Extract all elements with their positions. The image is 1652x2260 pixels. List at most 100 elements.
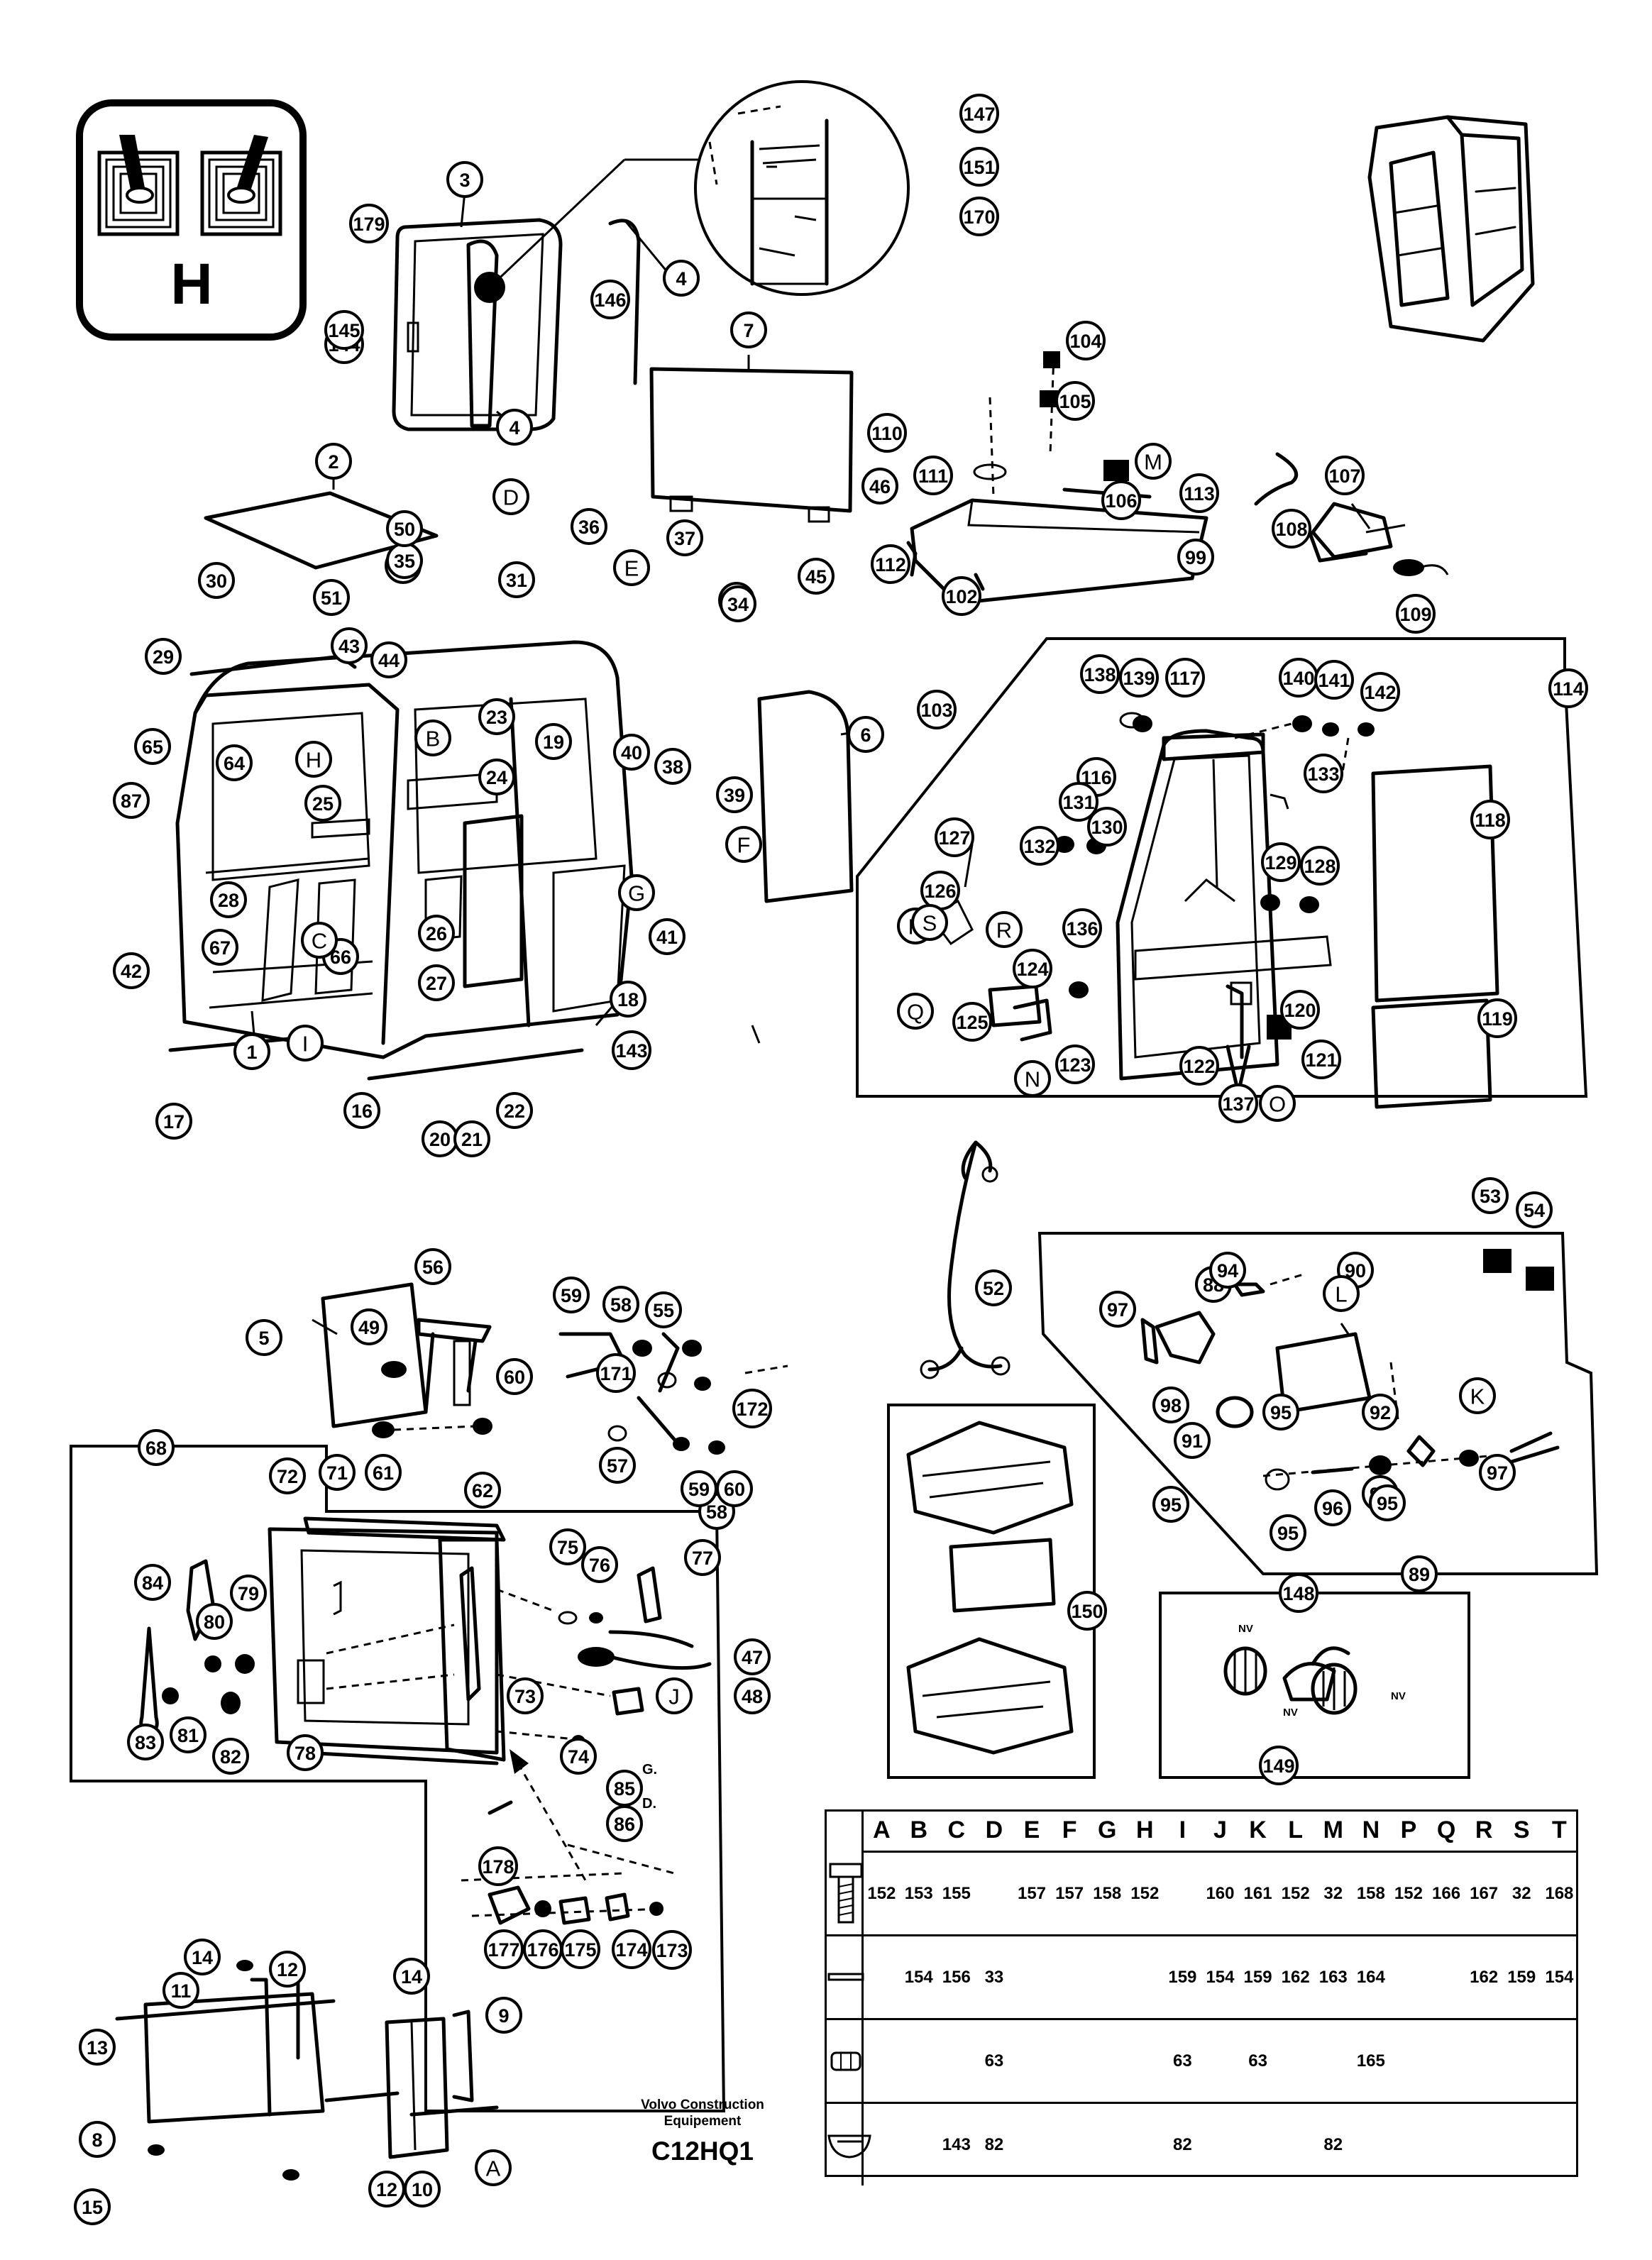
assembly-arrow-line	[517, 1763, 587, 1881]
callout-circle	[911, 904, 948, 941]
callout-label: 47	[742, 1647, 763, 1668]
callout-circle	[1548, 668, 1588, 708]
callout-circle	[230, 1575, 267, 1611]
part-callout-14: 14	[184, 1939, 221, 1975]
callout-label: 94	[1217, 1260, 1238, 1281]
reference-letter-I: I	[287, 1025, 324, 1062]
brackets-54-55	[1483, 1249, 1554, 1291]
callout-circle	[184, 1939, 221, 1975]
callout-circle	[246, 1319, 282, 1356]
callout-label: 172	[736, 1399, 768, 1420]
callout-label: 72	[277, 1466, 298, 1487]
callout-circle	[663, 260, 700, 297]
callout-circle	[313, 579, 350, 616]
table-cell	[1088, 2019, 1126, 2104]
roof-panel-2	[204, 491, 439, 570]
callout-circle	[1323, 1275, 1360, 1312]
part-callout-123: 123	[1055, 1044, 1095, 1084]
part-callout-138: 138	[1080, 654, 1120, 694]
callout-label: 89	[1409, 1564, 1430, 1585]
callout-circle	[496, 1092, 533, 1129]
callout-label: 67	[209, 937, 231, 959]
callout-label: 38	[662, 756, 683, 778]
callout-circle	[319, 1454, 356, 1491]
callout-label: 8	[92, 2129, 102, 2151]
table-cell	[937, 2019, 976, 2104]
table-cell: 162	[1465, 1935, 1503, 2020]
callout-label: 107	[1328, 465, 1360, 487]
table-cell	[1389, 1935, 1428, 2020]
part-callout-121: 121	[1301, 1040, 1341, 1079]
callout-label: 128	[1304, 856, 1336, 877]
table-cell	[1050, 2019, 1089, 2104]
part-callout-170: 170	[959, 197, 999, 236]
table-cell	[1125, 1935, 1164, 2020]
part-callout-150: 150	[1067, 1591, 1107, 1631]
part-callout-68: 68	[138, 1429, 175, 1466]
callout-label: I	[302, 1032, 309, 1057]
part-callout-133: 133	[1304, 754, 1343, 793]
part-callout-29: 29	[145, 638, 182, 675]
part-callout-94: 94	[1209, 1252, 1246, 1289]
callout-circle	[1516, 1191, 1553, 1228]
heater-core-drawings	[906, 1421, 1074, 1755]
part-callout-137: 137	[1218, 1084, 1258, 1123]
table-cell: 159	[1239, 1935, 1277, 2020]
callout-circle	[145, 638, 182, 675]
callout-label: 54	[1524, 1200, 1545, 1221]
part-callout-10: 10	[404, 2171, 441, 2207]
reference-letter-S: S	[911, 904, 948, 941]
callout-circle	[734, 1677, 771, 1714]
callout-circle	[1262, 1394, 1299, 1431]
part-callout-23: 23	[478, 698, 515, 735]
drawing-code: C12HQ1	[651, 2137, 754, 2166]
part-callout-99: 99	[1177, 539, 1214, 575]
part-callout-41: 41	[649, 918, 685, 955]
table-cell	[1314, 2019, 1353, 2104]
callout-label: 171	[600, 1363, 632, 1384]
callout-circle	[79, 2121, 116, 2158]
table-cell: 32	[1502, 1851, 1541, 1936]
part-callout-27: 27	[418, 964, 455, 1001]
callout-circle	[684, 1539, 721, 1576]
callout-label: 103	[920, 700, 952, 721]
reference-letter-Q: Q	[897, 993, 934, 1030]
table-cell	[1428, 2103, 1465, 2186]
callout-label: 111	[918, 465, 948, 487]
part-callout-141: 141	[1314, 660, 1354, 700]
callout-circle	[478, 759, 515, 795]
d-mark: D.	[642, 1796, 656, 1812]
callout-circle	[1360, 672, 1400, 712]
callout-circle	[897, 993, 934, 1030]
part-callout-97: 97	[1099, 1291, 1136, 1328]
callout-label: 37	[674, 528, 695, 549]
part-callout-43: 43	[331, 627, 368, 664]
callout-label: 22	[504, 1101, 525, 1122]
table-cell	[900, 2019, 938, 2104]
side-window-6	[757, 690, 854, 903]
part-callout-142: 142	[1360, 672, 1400, 712]
part-callout-126: 126	[920, 871, 960, 910]
part-callout-22: 22	[496, 1092, 533, 1129]
part-callout-118: 118	[1470, 800, 1510, 839]
table-cell	[862, 1935, 901, 2020]
table-cell: 159	[1502, 1935, 1541, 2020]
column-header-q: Q	[1427, 1809, 1465, 1853]
callout-label: 14	[192, 1947, 213, 1968]
part-callout-12: 12	[269, 1951, 306, 1988]
callout-label: 119	[1482, 1008, 1513, 1030]
part-callout-176: 176	[523, 1929, 563, 1969]
table-cell: 155	[937, 1851, 976, 1936]
part-callout-102: 102	[942, 576, 981, 616]
table-cell	[1465, 2019, 1503, 2104]
table-cell: 157	[1050, 1851, 1089, 1936]
callout-circle	[571, 508, 607, 545]
part-callout-45: 45	[798, 558, 835, 595]
callout-circle	[1020, 826, 1059, 866]
callout-circle	[596, 1353, 636, 1393]
part-callout-20: 20	[422, 1120, 458, 1157]
table-cell	[1277, 2103, 1314, 2186]
table-cell	[1013, 1935, 1051, 2020]
callout-label: 21	[461, 1129, 483, 1150]
